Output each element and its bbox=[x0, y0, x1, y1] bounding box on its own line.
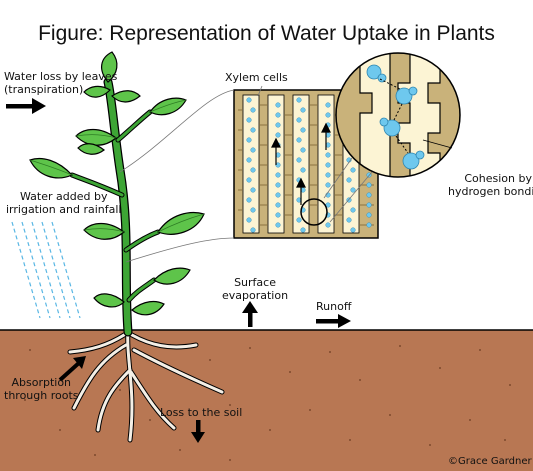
water-dot bbox=[275, 122, 281, 128]
soil-layer bbox=[0, 330, 533, 471]
water-dot bbox=[246, 117, 252, 123]
water-dot bbox=[350, 207, 356, 213]
water-dot bbox=[275, 112, 281, 118]
arrow-right-icon bbox=[58, 356, 86, 382]
water-dot bbox=[275, 102, 281, 108]
water-dot bbox=[366, 212, 372, 218]
credit-text: ©Grace Gardner bbox=[448, 456, 532, 467]
rain-streaks bbox=[11, 221, 81, 319]
water-dot bbox=[325, 172, 331, 178]
plant-stem bbox=[69, 77, 161, 337]
label-irrigation: Water added by irrigation and rainfall bbox=[6, 190, 122, 216]
water-dot bbox=[296, 137, 302, 143]
water-dot bbox=[250, 127, 256, 133]
water-dot bbox=[325, 222, 331, 228]
water-dot bbox=[346, 177, 352, 183]
water-dot bbox=[250, 187, 256, 193]
water-dot bbox=[325, 112, 331, 118]
water-dot bbox=[246, 217, 252, 223]
water-dot bbox=[250, 167, 256, 173]
water-dot bbox=[366, 182, 372, 188]
water-dot bbox=[296, 97, 302, 103]
water-dot bbox=[350, 167, 356, 173]
plant-leaves bbox=[29, 51, 205, 316]
label-loss-to-soil: Loss to the soil bbox=[160, 406, 243, 419]
label-surface-evaporation: Surface evaporation bbox=[222, 276, 289, 302]
water-dot bbox=[246, 97, 252, 103]
water-dot bbox=[325, 152, 331, 158]
water-dot bbox=[346, 217, 352, 223]
water-dot bbox=[300, 127, 306, 133]
arrow-up-icon bbox=[242, 301, 258, 327]
water-dot bbox=[300, 227, 306, 233]
water-dot bbox=[296, 217, 302, 223]
label-absorption: Absorption through roots bbox=[4, 376, 79, 402]
water-droplet-icon bbox=[366, 64, 425, 170]
water-dot bbox=[246, 157, 252, 163]
label-runoff: Runoff bbox=[316, 300, 352, 313]
water-dot bbox=[246, 197, 252, 203]
water-dot bbox=[300, 147, 306, 153]
water-dot bbox=[275, 132, 281, 138]
arrow-down-icon bbox=[191, 420, 205, 443]
water-dot bbox=[250, 147, 256, 153]
water-dot bbox=[250, 227, 256, 233]
water-dot bbox=[325, 162, 331, 168]
figure-title: Figure: Representation of Water Uptake i… bbox=[38, 22, 495, 45]
water-dot bbox=[296, 157, 302, 163]
xylem-block bbox=[233, 89, 379, 239]
water-dot bbox=[325, 182, 331, 188]
water-dot bbox=[296, 117, 302, 123]
leaf-veins bbox=[29, 99, 205, 233]
water-dot bbox=[275, 172, 281, 178]
water-dot bbox=[350, 227, 356, 233]
water-dot bbox=[275, 202, 281, 208]
arrow-right-icon bbox=[316, 314, 351, 328]
water-dot bbox=[325, 102, 331, 108]
water-dot bbox=[300, 167, 306, 173]
water-dot bbox=[250, 107, 256, 113]
water-dot bbox=[275, 222, 281, 228]
plant-roots bbox=[67, 327, 225, 443]
arrow-right-icon bbox=[6, 98, 46, 114]
water-dot bbox=[246, 137, 252, 143]
label-transpiration: Water loss by leaves (transpiration) bbox=[4, 70, 118, 96]
water-dot bbox=[246, 177, 252, 183]
magnify-connectors bbox=[119, 85, 373, 263]
water-dot bbox=[300, 107, 306, 113]
water-dot bbox=[366, 222, 372, 228]
water-dot bbox=[350, 187, 356, 193]
label-cohesion: Cohesion by hydrogen bonding bbox=[448, 172, 533, 198]
xylem-selection-circle bbox=[300, 198, 328, 226]
water-dot bbox=[275, 182, 281, 188]
water-dot bbox=[250, 207, 256, 213]
water-dot bbox=[366, 202, 372, 208]
water-dot bbox=[275, 212, 281, 218]
water-dot bbox=[366, 192, 372, 198]
water-dot bbox=[275, 192, 281, 198]
label-xylem-cells: Xylem cells bbox=[225, 71, 288, 84]
